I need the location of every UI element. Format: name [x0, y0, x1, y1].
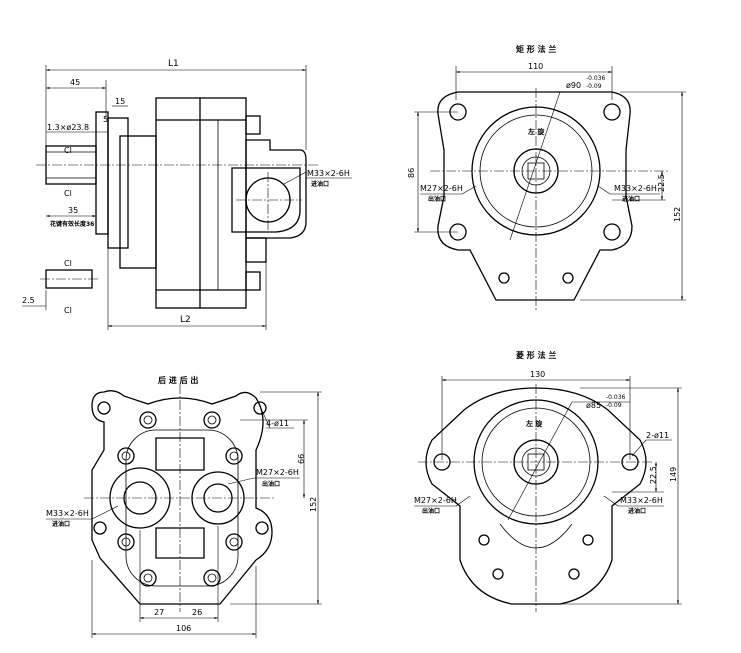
diamond-flange-tol-top: -0.036: [606, 394, 626, 401]
dim-l2: L2: [180, 315, 191, 325]
rect-flange-view: 矩 形 法 兰 110 ø90 -0.036 -0.09 左 旋 86: [407, 44, 686, 310]
diamond-flange-in-note: 进油口: [628, 507, 646, 515]
dim-15: 15: [115, 97, 125, 106]
dim-l1: L1: [168, 59, 179, 69]
diamond-flange-title: 菱 形 法 兰: [516, 350, 556, 360]
rear-view-out-port: M27×2-6H: [256, 468, 299, 477]
dim-110: 110: [528, 62, 543, 71]
diamond-flange-out-port: M27×2-6H: [414, 496, 457, 505]
diamond-flange-holes: 2-ø11: [646, 431, 669, 440]
dim-152-right: 152: [673, 207, 682, 222]
diamond-flange-view: 菱 形 法 兰 130 ø85 -0.036 -0.09 左 旋 2-ø11: [414, 350, 682, 612]
diamond-flange-in-port: M33×2-6H: [620, 496, 663, 505]
label-side-port-note: 进油口: [311, 180, 329, 188]
diamond-flange-tol-bot: -0.09: [606, 402, 622, 409]
dim-2-5: 2.5: [22, 296, 35, 305]
diamond-flange-out-note: 出油口: [422, 507, 440, 515]
dim-22-5-diamond: 22.5: [649, 466, 658, 484]
rect-flange-out-note: 出油口: [428, 195, 446, 203]
label-spline-note: 花键有效长度36: [50, 220, 94, 228]
rect-flange-tol-bot: -0.09: [586, 83, 602, 90]
dim-86: 86: [407, 168, 416, 178]
rear-view-in-port: M33×2-6H: [46, 509, 89, 518]
label-cl-3: Cl: [64, 259, 72, 268]
rect-flange-tol-top: -0.036: [586, 75, 606, 82]
dim-35: 35: [68, 206, 78, 215]
rect-flange-in-note: 进油口: [622, 195, 640, 203]
label-cl-4: Cl: [64, 306, 72, 315]
rear-view-title: 后 进 后 出: [158, 375, 198, 385]
label-cl-2: Cl: [64, 189, 72, 198]
dim-22-5-rect: 22.5: [657, 174, 666, 192]
rect-flange-out-port: M27×2-6H: [420, 184, 463, 193]
rect-flange-in-port: M33×2-6H: [614, 184, 657, 193]
dim-5: 5: [103, 115, 108, 124]
dim-152-rear: 152: [309, 497, 318, 512]
label-cl-1: Cl: [64, 146, 72, 155]
dim-149: 149: [669, 467, 678, 482]
diamond-flange-dia: ø85: [586, 401, 601, 410]
dim-66: 66: [297, 454, 306, 464]
diamond-flange-rotation: 左 旋: [525, 419, 543, 428]
dim-130: 130: [530, 370, 545, 379]
dim-spline: 1.3×ø23.8: [47, 123, 89, 132]
rect-flange-dia: ø90: [566, 81, 581, 90]
rect-flange-rotation: 左 旋: [527, 127, 545, 136]
dim-106: 106: [176, 624, 191, 633]
rear-view-out-note: 出油口: [262, 480, 280, 488]
rect-flange-title: 矩 形 法 兰: [515, 44, 556, 54]
label-side-port: M33×2-6H: [307, 169, 350, 178]
rear-view-holes: 4-ø11: [266, 419, 289, 428]
dim-27: 27: [154, 608, 164, 617]
dim-45: 45: [70, 78, 80, 87]
dim-26: 26: [192, 608, 202, 617]
rear-view: 后 进 后 出 4-ø11 M27×2-6H 出油口 M3: [46, 375, 322, 638]
side-view: L1 45 15 5 1.3×ø23.8 Cl Cl: [22, 59, 352, 330]
rear-view-in-note: 进油口: [52, 520, 70, 528]
